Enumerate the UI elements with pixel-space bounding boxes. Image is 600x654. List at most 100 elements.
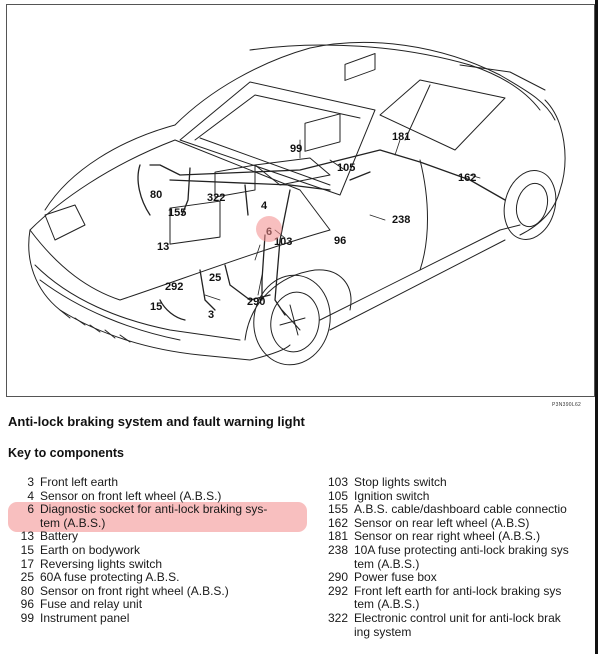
callout-25: 25: [209, 272, 222, 284]
key-item: 25 60A fuse protecting A.B.S.: [10, 571, 310, 585]
instrument-panel-shape: [254, 157, 331, 186]
headlight: [44, 204, 86, 241]
key-item: 96 Fuse and relay unit: [10, 598, 310, 612]
key-item: 99 Instrument panel: [10, 610, 310, 626]
key-item-label: Fuse and relay unit: [40, 597, 143, 612]
key-item-label: Sensor on rear right wheel (A.B.S.): [354, 529, 541, 544]
key-item-label: 10A fuse protecting anti-lock braking sy…: [354, 542, 569, 557]
key-item-number: 322: [327, 610, 348, 625]
windshield: [179, 81, 376, 196]
wiring-harness: [137, 149, 506, 321]
callout-238: 238: [392, 214, 411, 226]
key-item: 103 Stop lights switch: [316, 476, 598, 490]
diagram-frame: [6, 4, 595, 397]
key-item-label: A.B.S. cable/dashboard cable connectio: [354, 502, 567, 517]
key-item-label: Sensor on front left wheel (A.B.S.): [40, 488, 222, 503]
key-item-number: 25: [20, 570, 34, 585]
key-item-label: tem (A.B.S.): [40, 515, 106, 530]
callout-155: 155: [168, 207, 187, 219]
key-item-number: 13: [20, 529, 34, 544]
figure-reference-code: P3N390L62: [552, 402, 582, 408]
key-item: 181 Sensor on rear right wheel (A.B.S.): [316, 530, 598, 544]
key-item-number: 15: [20, 542, 34, 557]
key-item: 155 A.B.S. cable/dashboard cable connecti…: [316, 503, 598, 517]
key-item-label: tem (A.B.S.): [354, 597, 420, 612]
callout-15: 15: [150, 301, 163, 313]
key-item: 162 Sensor on rear left wheel (A.B.S): [316, 515, 598, 531]
side-sill: [319, 224, 521, 321]
key-item-label: Sensor on rear left wheel (A.B.S): [354, 515, 530, 530]
front-wheel-arch: [244, 269, 352, 341]
key-item-number: [10, 517, 40, 531]
key-item-number: 103: [327, 476, 348, 489]
key-item: 238 10A fuse protecting anti-lock braking…: [316, 542, 598, 558]
callout-290: 290: [247, 296, 266, 308]
fuse-box-shape: [304, 113, 341, 152]
key-item-label: Stop lights switch: [354, 476, 447, 489]
key-item-label: Front left earth: [40, 475, 119, 489]
key-item-number: 292: [327, 583, 348, 598]
rear-wheel: [503, 170, 557, 240]
key-item-number: [316, 626, 354, 640]
key-item-label: tem (A.B.S.): [354, 556, 420, 571]
key-item: 290 Power fuse box: [316, 571, 598, 585]
callout-6-highlight: [256, 216, 282, 242]
callout-103: 103: [274, 236, 293, 248]
callout-13: 13: [157, 241, 170, 253]
callout-292: 292: [165, 281, 184, 293]
callout-3: 3: [208, 309, 215, 321]
car-roof-line: [249, 44, 541, 111]
front-bumper: [28, 229, 291, 361]
key-item: 80 Sensor on front right wheel (A.B.S.): [10, 583, 310, 599]
key-heading: Key to components: [8, 446, 124, 460]
callout-181: 181: [392, 131, 411, 143]
key-item-number: 6: [27, 502, 34, 517]
figure-title: Anti-lock braking system and fault warni…: [8, 414, 305, 429]
key-item-number: 155: [327, 502, 348, 517]
key-item-number: 290: [327, 570, 348, 585]
key-item: 292 Front left earth for anti-lock brakin…: [316, 583, 598, 599]
key-item-continuation: tem (A.B.S.): [316, 556, 598, 572]
callout-322: 322: [207, 192, 226, 204]
key-item-number: 162: [327, 515, 348, 530]
key-item-number: 238: [327, 542, 348, 557]
key-item-label: 60A fuse protecting A.B.S.: [40, 570, 180, 585]
car-wiring-diagram: [28, 41, 566, 366]
key-item-label: ing system: [354, 624, 412, 639]
key-item-label: Instrument panel: [40, 610, 130, 625]
fuse-238-shape: [344, 52, 376, 81]
side-window: [379, 79, 506, 151]
callout-162: 162: [458, 172, 477, 184]
key-item-continuation: tem (A.B.S.): [10, 515, 310, 531]
key-item: 6 Diagnostic socket for anti-lock braking…: [10, 503, 310, 517]
key-item-label: Power fuse box: [354, 570, 437, 585]
key-item-label: Front left earth for anti-lock braking s…: [354, 583, 562, 598]
key-item-label: Battery: [40, 529, 79, 544]
callout-80: 80: [150, 189, 163, 201]
callout-4: 4: [261, 200, 268, 212]
key-item-number: 80: [20, 583, 34, 598]
key-item-number: 96: [20, 597, 34, 612]
key-item-number: 99: [20, 610, 34, 625]
front-wheel: [253, 274, 331, 366]
key-item: 4 Sensor on front left wheel (A.B.S.): [10, 488, 310, 504]
key-item-label: Diagnostic socket for anti-lock braking …: [40, 502, 268, 517]
callout-99: 99: [290, 143, 303, 155]
key-item-6-highlight: [8, 502, 307, 532]
key-item-continuation: tem (A.B.S.): [316, 598, 598, 612]
key-item-number: 181: [327, 529, 348, 544]
key-item-number: 4: [27, 488, 34, 503]
key-item-label: Sensor on front right wheel (A.B.S.): [40, 583, 229, 598]
key-item-number: 105: [327, 488, 348, 503]
key-item-number: [316, 598, 354, 612]
key-item-continuation: ing system: [316, 624, 598, 640]
key-item-label: Electronic control unit for anti-lock br…: [354, 610, 561, 625]
key-item: 322 Electronic control unit for anti-lock…: [316, 610, 598, 626]
key-item-number: [316, 558, 354, 572]
callout-105: 105: [337, 162, 356, 174]
